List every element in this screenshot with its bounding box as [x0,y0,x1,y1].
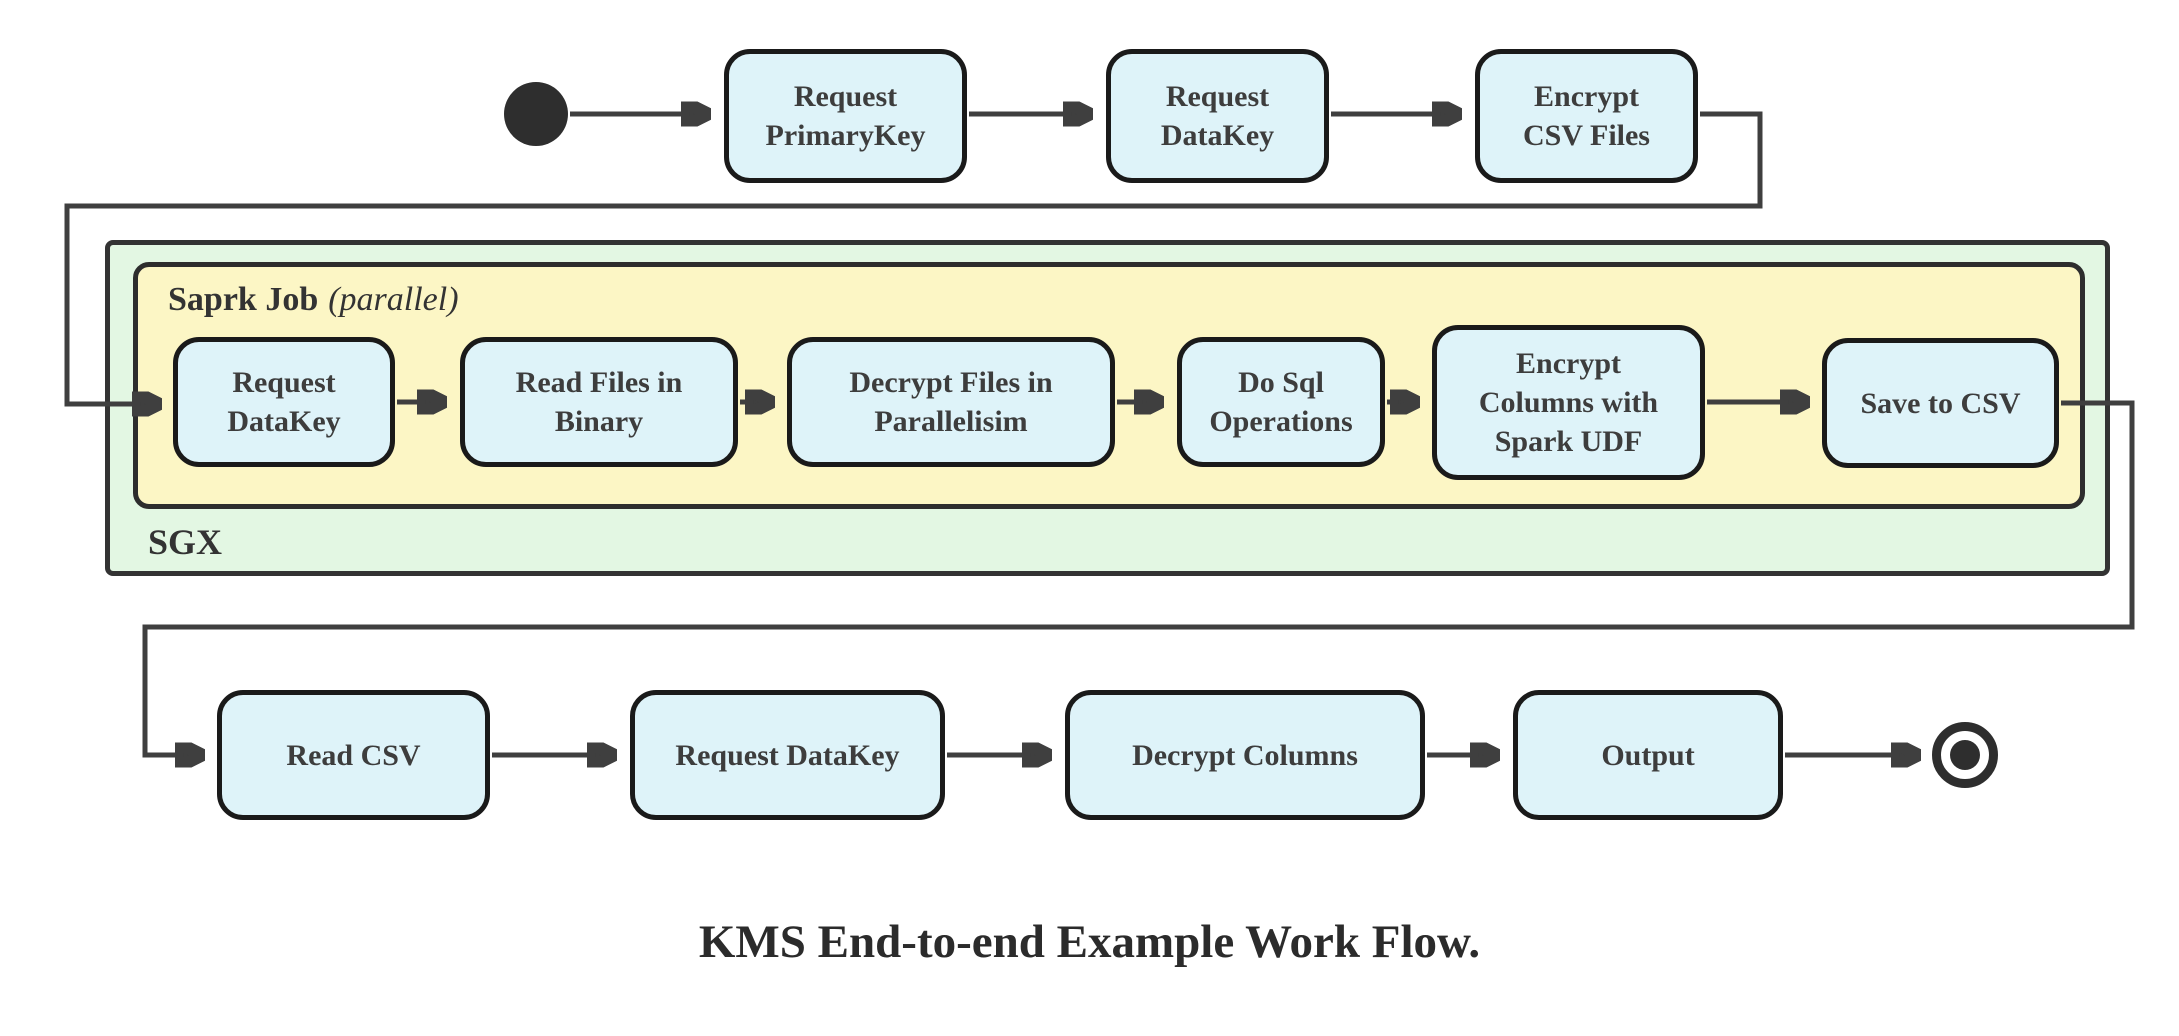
node-label: Do Sql Operations [1209,366,1353,438]
node-label: Encrypt CSV Files [1523,80,1650,152]
node-decrypt-columns: Decrypt Columns [1065,690,1425,820]
end-node-inner-dot [1950,740,1980,770]
node-label: Decrypt Columns [1132,738,1358,772]
start-node [504,82,568,146]
node-label: Encrypt Columns with Spark UDF [1478,347,1659,458]
node-label: Request DataKey [227,366,341,438]
spark-job-container-label: Saprk Job(parallel) [168,281,459,319]
node-label: Request PrimaryKey [765,80,926,152]
node-decrypt-files-in-parallelisim: Decrypt Files in Parallelisim [787,337,1115,467]
node-output: Output [1513,690,1783,820]
node-read-files-in-binary: Read Files in Binary [460,337,738,467]
node-label: Request DataKey [1160,80,1275,152]
node-label: Save to CSV [1860,386,2021,420]
node-do-sql-operations: Do Sql Operations [1177,337,1385,467]
node-read-csv: Read CSV [217,690,490,820]
spark-job-parallel-annotation: (parallel) [328,281,459,318]
node-label: Read CSV [286,738,421,772]
end-node [1932,722,1998,788]
diagram-caption: KMS End-to-end Example Work Flow. [698,916,1481,968]
node-label: Read Files in Binary [515,366,683,438]
node-label: Request DataKey [675,738,900,772]
node-request-primarykey: Request PrimaryKey [724,49,967,183]
sgx-container-label: SGX [148,522,223,562]
node-encrypt-csv-files: Encrypt CSV Files [1475,49,1698,183]
spark-job-label-text: Saprk Job [168,281,319,318]
node-request-datakey-top: Request DataKey [1106,49,1329,183]
node-request-datakey-sgx: Request DataKey [173,337,395,467]
node-save-to-csv: Save to CSV [1822,338,2059,468]
node-request-datakey-bottom: Request DataKey [630,690,945,820]
node-label: Output [1601,738,1695,772]
node-encrypt-columns-with-spark-udf: Encrypt Columns with Spark UDF [1432,325,1705,480]
node-label: Decrypt Files in Parallelisim [849,366,1053,438]
